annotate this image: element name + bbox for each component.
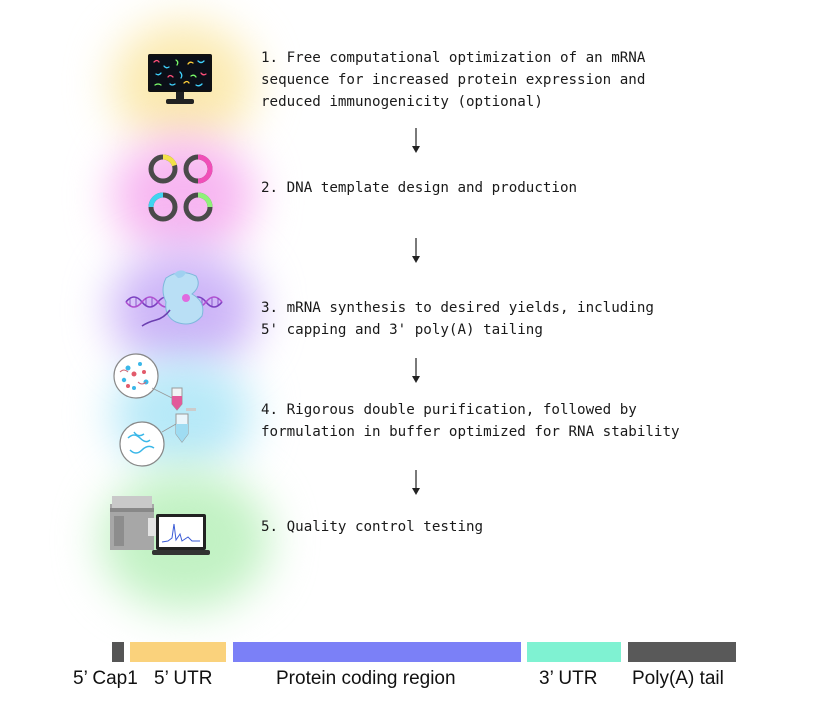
- step-4-text: 4. Rigorous double purification, followe…: [261, 402, 680, 440]
- down-arrow-icon: [409, 128, 423, 154]
- down-arrow-icon: [409, 358, 423, 384]
- coding-region-segment: [233, 642, 521, 662]
- cap1-segment: [112, 642, 124, 662]
- step-5-text: 5. Quality control testing: [261, 519, 484, 535]
- utr5-label: 5’ UTR: [154, 668, 213, 689]
- step-2-text: 2. DNA template design and production: [261, 180, 578, 196]
- down-arrow-icon: [409, 238, 423, 264]
- plasmid-rings-icon: [146, 152, 216, 224]
- utr3-label: 3’ UTR: [539, 668, 598, 689]
- down-arrow-icon: [409, 470, 423, 496]
- polya-tail-segment: [628, 642, 736, 662]
- step-1-text: 1. Free computational optimization of an…: [261, 50, 646, 110]
- utr3-segment: [527, 642, 621, 662]
- coding-region-label: Protein coding region: [276, 668, 456, 689]
- polymerase-dna-icon: [124, 268, 224, 332]
- purification-tubes-icon: [110, 352, 206, 470]
- monitor-icon: [146, 52, 214, 108]
- lab-analyzer-laptop-icon: [108, 494, 212, 562]
- polya-tail-label: Poly(A) tail: [632, 668, 724, 689]
- step-3-text: 3. mRNA synthesis to desired yields, inc…: [261, 300, 654, 338]
- step-2-glow: [112, 136, 254, 256]
- cap1-label: 5’ Cap1: [73, 668, 138, 689]
- utr5-segment: [130, 642, 226, 662]
